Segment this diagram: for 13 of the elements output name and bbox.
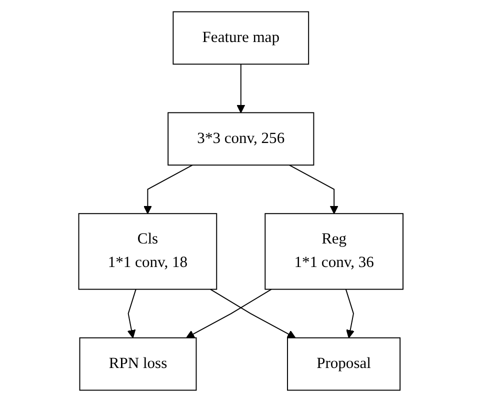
arrow [186,288,272,338]
arrow [288,164,338,214]
arrow [346,288,355,338]
node-box: 3*3 conv, 256 [168,112,314,166]
node-box: RPN loss [79,337,197,391]
node-box: Feature map [172,11,310,65]
arrow [127,288,136,338]
arrow [144,164,194,214]
arrow [236,64,246,114]
arrow [210,288,296,338]
node-box: Cls 1*1 conv, 18 [78,213,218,290]
node-box: Proposal [287,337,401,391]
node-box: Reg 1*1 conv, 36 [264,213,404,290]
